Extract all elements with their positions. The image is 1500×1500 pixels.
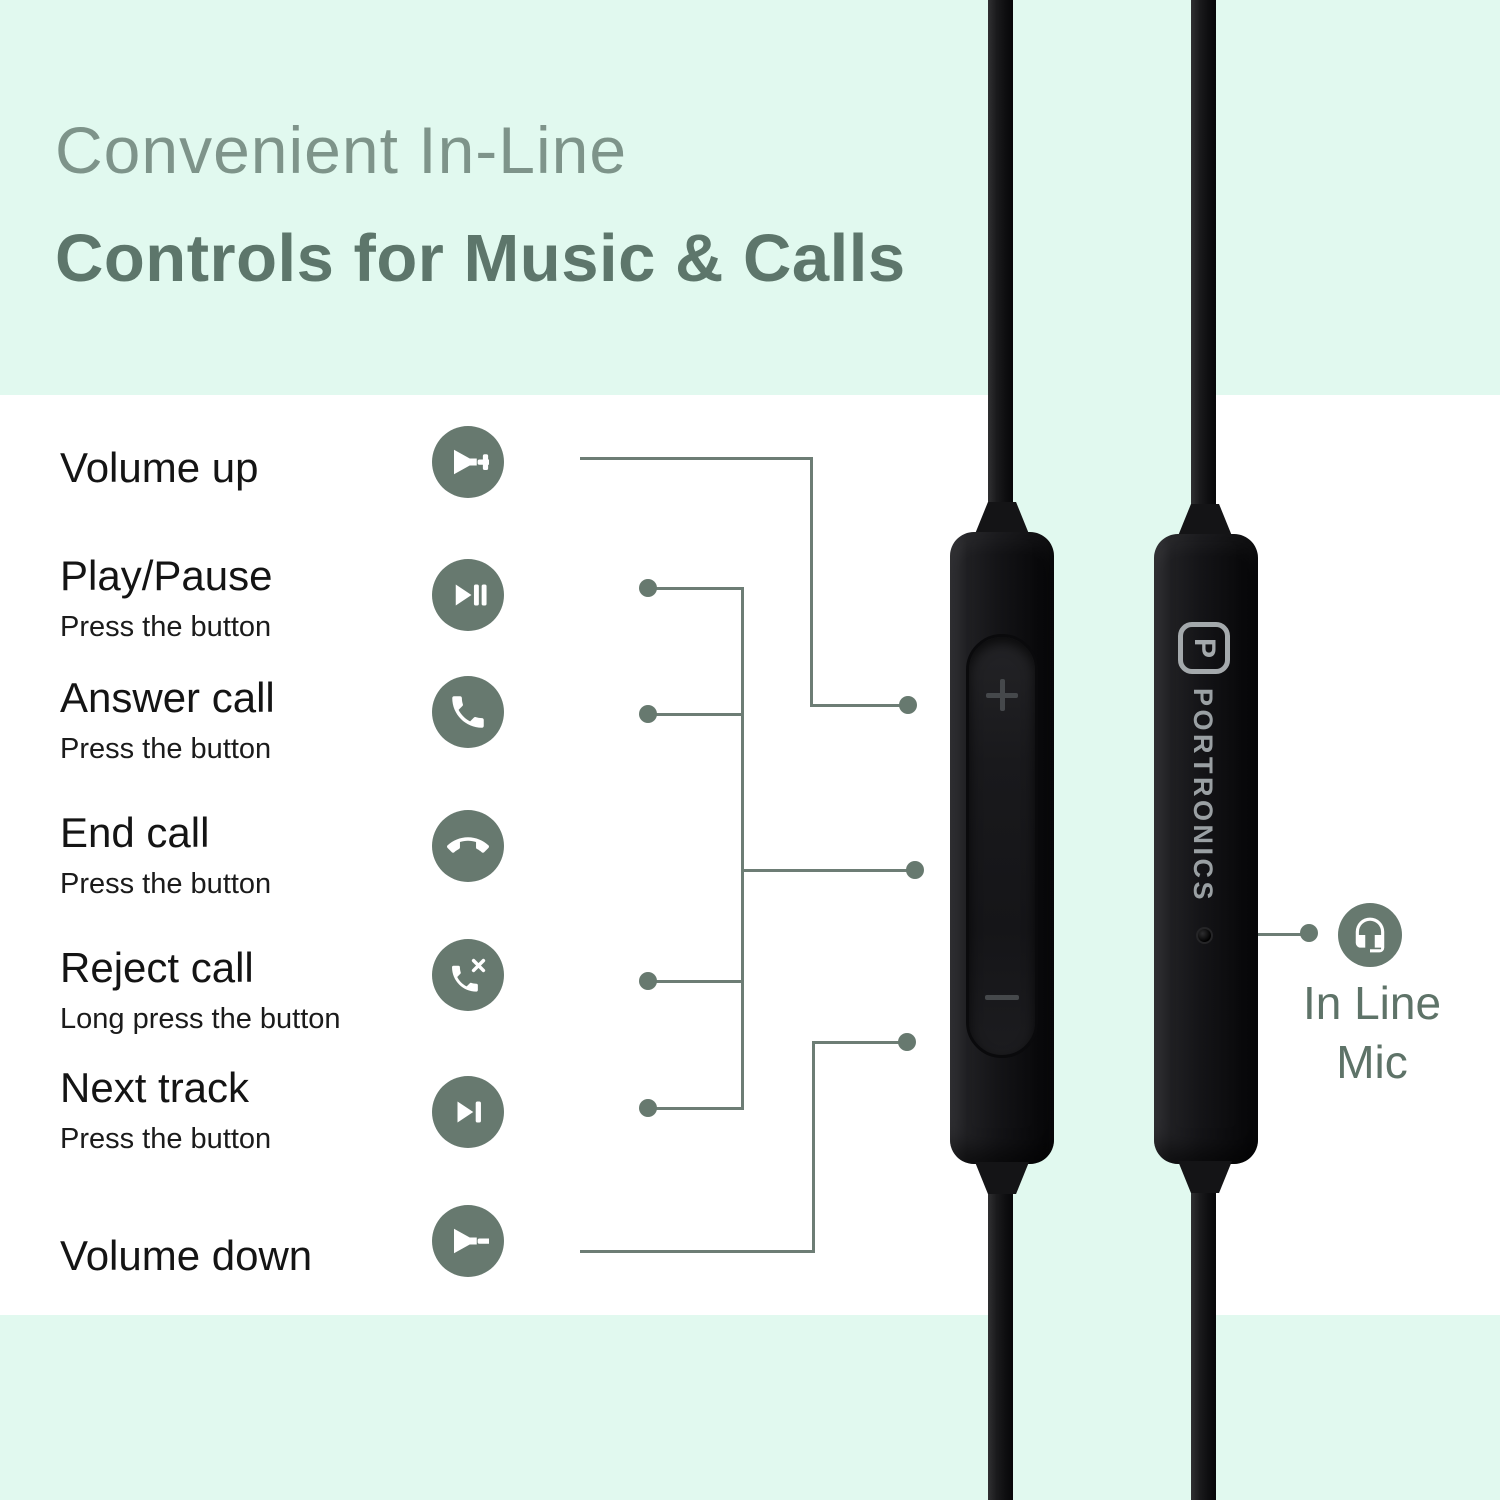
callout-line-volume-up: [810, 457, 813, 707]
end-call-icon: [432, 810, 504, 882]
control-row-next-track: Next track Press the button: [60, 1064, 271, 1156]
callout-dot-volume-down: [898, 1033, 916, 1051]
volume-down-icon: [432, 1205, 504, 1277]
callout-dot-volume-up: [899, 696, 917, 714]
control-label: Answer call: [60, 674, 275, 721]
next-track-icon: [432, 1076, 504, 1148]
callout-dot-mic: [1300, 924, 1318, 942]
page-title-line2: Controls for Music & Calls: [55, 221, 906, 296]
control-subtext: Press the button: [60, 611, 272, 643]
control-row-end-call: End call Press the button: [60, 809, 271, 901]
callout-dot-next-track: [639, 1099, 657, 1117]
callout-dot-answer-call: [639, 705, 657, 723]
volume-minus-mark: [985, 995, 1019, 1000]
control-label: Play/Pause: [60, 552, 273, 599]
callout-line-end-call: [741, 869, 915, 872]
callout-dot-end-call: [906, 861, 924, 879]
play-pause-icon: [432, 559, 504, 631]
control-subtext: Press the button: [60, 868, 272, 900]
callout-line-play-pause: [648, 587, 744, 590]
control-subtext: Press the button: [60, 733, 272, 765]
control-row-volume-down: Volume down: [60, 1232, 312, 1280]
callout-line-volume-down: [812, 1041, 907, 1044]
callout-line-volume-up: [580, 457, 813, 460]
volume-up-icon: [432, 426, 504, 498]
callout-line-next-track: [648, 1107, 744, 1110]
control-row-volume-up: Volume up: [60, 444, 258, 492]
control-label: End call: [60, 809, 210, 856]
callout-dot-play-pause: [639, 579, 657, 597]
inline-remote-mic: [1154, 534, 1258, 1164]
control-label: Reject call: [60, 944, 254, 991]
control-label: Next track: [60, 1064, 250, 1111]
control-row-answer-call: Answer call Press the button: [60, 674, 275, 766]
callout-line-volume-down: [580, 1250, 815, 1253]
microphone-hole: [1196, 927, 1213, 944]
brand-name: PORTRONICS: [1188, 688, 1218, 904]
callout-line-mic: [1256, 933, 1304, 936]
portronics-logo-icon: P: [1178, 622, 1230, 674]
inline-mic-label-line2: Mic: [1336, 1036, 1408, 1088]
control-label: Volume down: [60, 1232, 313, 1279]
headset-mic-icon: [1338, 903, 1402, 967]
control-row-play-pause: Play/Pause Press the button: [60, 552, 272, 644]
callout-line-reject-call: [648, 980, 744, 983]
answer-call-icon: [432, 676, 504, 748]
inline-mic-label-line1: In Line: [1302, 977, 1442, 1029]
inline-remote-buttons: [950, 532, 1054, 1164]
control-subtext: Press the button: [60, 1123, 272, 1155]
control-row-reject-call: Reject call Long press the button: [60, 944, 341, 1036]
control-label: Volume up: [60, 444, 259, 491]
callout-line-answer-call: [648, 713, 744, 716]
control-subtext: Long press the button: [60, 1003, 341, 1035]
callout-trunk-line: [741, 587, 744, 1110]
page-title-line1: Convenient In-Line: [55, 113, 628, 187]
volume-rocker-button: [966, 634, 1038, 1058]
reject-call-icon: [432, 939, 504, 1011]
callout-dot-reject-call: [639, 972, 657, 990]
callout-line-volume-up: [810, 704, 907, 707]
callout-line-volume-down: [812, 1042, 815, 1253]
portronics-logo-letter: P: [1188, 637, 1221, 658]
volume-plus-mark: [986, 679, 1018, 711]
inline-mic-label: In Line Mic: [1262, 974, 1482, 1092]
